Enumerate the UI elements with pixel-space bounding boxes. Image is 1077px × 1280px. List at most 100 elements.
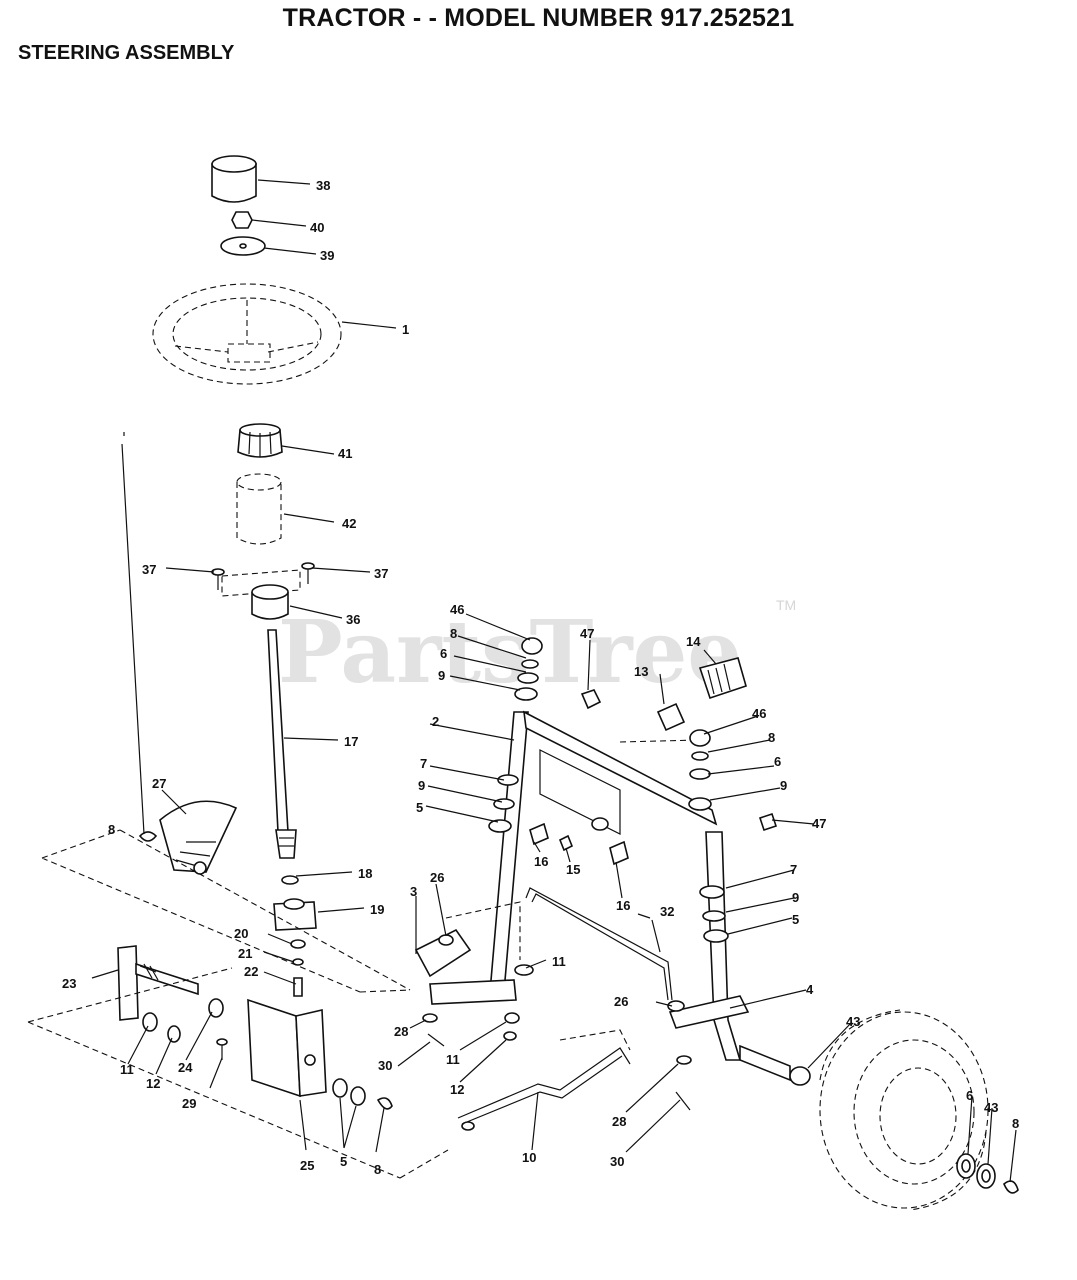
pivot-bar-23 (117, 945, 199, 1021)
bracket-25 (247, 998, 327, 1098)
callout-27: 27 (152, 776, 166, 791)
steering-cap (211, 155, 257, 203)
callout-47-left: 47 (580, 626, 594, 641)
callout-13: 13 (634, 664, 648, 679)
washer-18 (281, 875, 299, 885)
callout-7-right: 7 (790, 862, 797, 877)
front-wheel (819, 1009, 989, 1211)
wheel-hardware-6-43-8 (956, 1153, 1019, 1194)
callout-16-right: 16 (616, 898, 630, 913)
column-support-36 (221, 569, 301, 620)
callout-5-left: 5 (340, 1154, 347, 1169)
watermark-trademark: TM (776, 597, 796, 613)
callout-37-left: 37 (142, 562, 156, 577)
parts-11-12-28-30-center (422, 1012, 692, 1111)
callout-2: 2 (432, 714, 439, 729)
shaft-block-19 (273, 898, 317, 931)
callout-16-left: 16 (534, 854, 548, 869)
front-axle (523, 710, 718, 835)
callout-42: 42 (342, 516, 356, 531)
sector-gear-27 (159, 800, 238, 875)
steering-wheel (152, 283, 342, 385)
pins-13-14 (619, 657, 747, 743)
callout-9-mid-left: 9 (418, 778, 425, 793)
section-title: STEERING ASSEMBLY (18, 42, 235, 64)
callout-15: 15 (566, 862, 580, 877)
screw-37-right (301, 562, 315, 584)
callout-8-bottom: 8 (374, 1162, 381, 1177)
callout-20: 20 (234, 926, 248, 941)
callout-38: 38 (316, 178, 330, 193)
callout-18: 18 (358, 866, 372, 881)
hex-nut-40 (231, 211, 253, 229)
callout-9-right: 9 (780, 778, 787, 793)
callout-1: 1 (402, 322, 409, 337)
callout-37-right: 37 (374, 566, 388, 581)
callout-41: 41 (338, 446, 352, 461)
callout-24: 24 (178, 1060, 193, 1075)
callout-11-center: 11 (552, 954, 566, 969)
callout-3: 3 (410, 884, 417, 899)
callout-22: 22 (244, 964, 258, 979)
callout-labels: 38 40 39 1 41 42 37 37 36 17 27 8 18 19 … (62, 178, 1019, 1177)
bolts-47 (580, 689, 778, 832)
callout-19: 19 (370, 902, 384, 917)
tie-rod-10 (457, 1029, 631, 1131)
callout-30-left: 30 (378, 1058, 392, 1073)
callout-10: 10 (522, 1150, 536, 1165)
callout-7-left: 7 (420, 756, 427, 771)
callout-21: 21 (238, 946, 252, 961)
drag-link-32 (525, 887, 685, 1012)
callout-6-upper-left: 6 (440, 646, 447, 661)
callout-8-right: 8 (768, 730, 775, 745)
callout-29: 29 (182, 1096, 196, 1111)
gear-guide-dash (41, 829, 411, 993)
pins-16-15 (529, 822, 629, 866)
spindle-right-4 (668, 729, 750, 1061)
callout-8-left: 8 (108, 822, 115, 837)
callout-26-left: 26 (430, 870, 444, 885)
callout-12-left: 12 (146, 1076, 160, 1091)
callout-8-upper-left: 8 (450, 626, 457, 641)
small-parts-11-12-24-29 (142, 998, 228, 1060)
callout-8-wheel: 8 (1012, 1116, 1019, 1131)
washer-39 (220, 236, 266, 256)
callout-30-right: 30 (610, 1154, 624, 1169)
callout-43-wheel: 43 (984, 1100, 998, 1115)
callout-5-right: 5 (792, 912, 799, 927)
callout-5-mid-left: 5 (416, 800, 423, 815)
column-bushing-42 (236, 473, 282, 545)
washers-5-clip-8-bottom (332, 1078, 393, 1110)
steering-arm-3 (414, 901, 534, 1005)
callout-39: 39 (320, 248, 334, 263)
bracket-guide-dash (27, 967, 449, 1179)
callout-11-lower-center: 11 (446, 1052, 460, 1067)
leader-lines (91, 179, 1017, 1183)
steering-shaft-17 (267, 629, 297, 859)
steering-adapter-41 (237, 423, 283, 458)
clip-8-left (138, 831, 158, 842)
callout-36: 36 (346, 612, 360, 627)
callout-14: 14 (686, 634, 701, 649)
callout-6-right: 6 (774, 754, 781, 769)
callout-12-center: 12 (450, 1082, 464, 1097)
callout-9-upper-left: 9 (438, 668, 445, 683)
callout-43-upper: 43 (846, 1014, 860, 1029)
callout-4: 4 (806, 982, 814, 997)
callout-11-left: 11 (120, 1062, 134, 1077)
callout-28-right: 28 (612, 1114, 626, 1129)
axle-spacer-43 (739, 1044, 811, 1086)
callout-25: 25 (300, 1158, 314, 1173)
callout-17: 17 (344, 734, 358, 749)
callout-6-wheel: 6 (966, 1088, 973, 1103)
page-title: TRACTOR - - MODEL NUMBER 917.252521 (282, 4, 795, 32)
callout-47-right: 47 (812, 816, 826, 831)
callout-9-lower-right: 9 (792, 890, 799, 905)
callout-26-right: 26 (614, 994, 628, 1009)
callout-32: 32 (660, 904, 674, 919)
callout-46-right: 46 (752, 706, 766, 721)
callout-40: 40 (310, 220, 324, 235)
callout-46-left: 46 (450, 602, 464, 617)
callout-28-left: 28 (394, 1024, 408, 1039)
